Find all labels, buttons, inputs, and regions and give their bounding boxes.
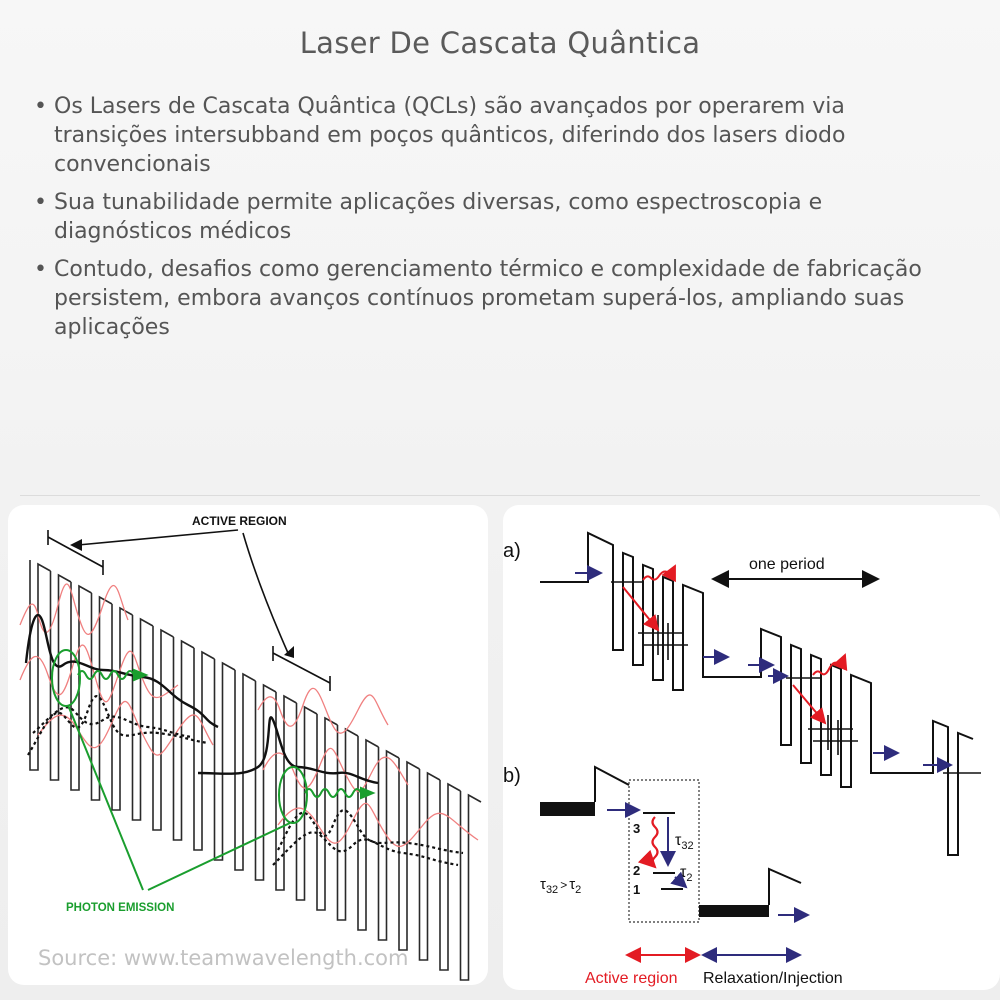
active-region-label: ACTIVE REGION: [192, 514, 287, 528]
well-profile: [29, 560, 482, 981]
active-region-box: [628, 779, 700, 923]
bullet-list: Os Lasers de Cascata Quântica (QCLs) são…: [34, 92, 964, 351]
label-a: a): [503, 540, 521, 562]
injector-block-right: [699, 905, 769, 917]
qcl-band-diagram: ACTIVE REGION PHOTON EMISSION: [19, 514, 482, 981]
level-1-label: 1: [633, 882, 640, 897]
quantum-wells: [29, 560, 482, 981]
tau32-label: τ32: [675, 832, 694, 852]
photon-emission-label: PHOTON EMISSION: [66, 902, 174, 914]
active-region-legend: Active region: [585, 970, 678, 987]
tau2-label: τ2: [680, 864, 692, 884]
label-b: b): [503, 765, 521, 787]
section-divider: [20, 495, 980, 496]
left-figure-panel: ACTIVE REGION PHOTON EMISSION: [8, 505, 488, 985]
level-2-label: 2: [633, 863, 640, 878]
bullet-item: Os Lasers de Cascata Quântica (QCLs) são…: [34, 92, 964, 179]
qcl-energy-diagram: a) b): [503, 531, 981, 987]
source-caption: Source: www.teamwavelength.com: [38, 946, 409, 970]
relaxation-injection-legend: Relaxation/Injection: [703, 970, 843, 987]
level-3-label: 3: [633, 821, 640, 836]
right-figure-panel: a) b): [503, 505, 1000, 990]
wavefunction-curves: [19, 583, 479, 848]
page-title: Laser De Cascata Quântica: [299, 26, 701, 60]
conduction-band-a: [540, 531, 974, 856]
bullet-item: Sua tunabilidade permite aplicações dive…: [34, 188, 964, 246]
one-period-label: one period: [749, 556, 825, 573]
bullet-item: Contudo, desafios como gerenciamento tér…: [34, 255, 964, 342]
tau-relation-label: τ32>τ2: [540, 876, 581, 896]
injector-block-left: [540, 802, 595, 816]
